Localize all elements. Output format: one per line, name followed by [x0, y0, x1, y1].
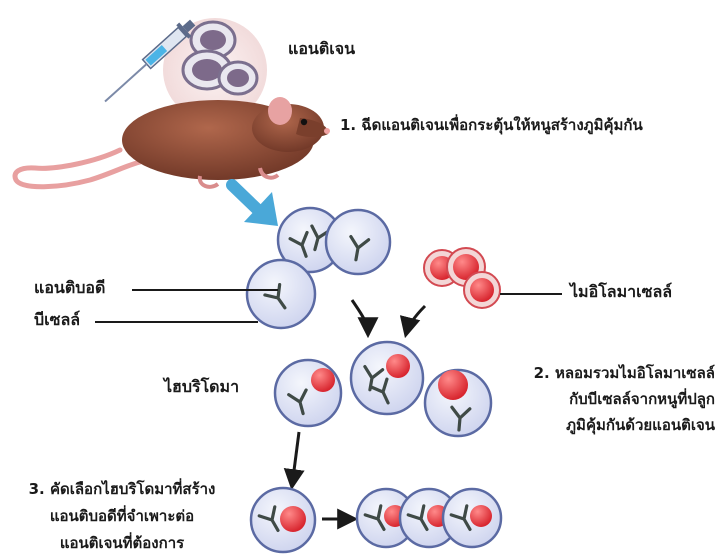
antigen-label: แอนติเจน	[288, 38, 355, 60]
step2-line-3: ภูมิคุ้มกันด้วยแอนติเจน	[495, 412, 715, 438]
step2-line-1: 2. หลอมรวมไมอิโลมาเซลล์	[495, 360, 715, 386]
step3-label: 3. คัดเลือกไฮบริโดมาที่สร้าง แอนติบอดีที…	[2, 476, 242, 557]
b-cell	[326, 210, 390, 274]
b-cell-cluster	[247, 208, 390, 328]
step3-line-1: 3. คัดเลือกไฮบริโดมาที่สร้าง	[2, 476, 242, 503]
selected-hybridoma-cell	[251, 488, 315, 552]
step3-line-3: แอนติเจนที่ต้องการ	[2, 530, 242, 557]
myeloma-cell-cluster	[424, 248, 500, 308]
hybridoma-clone	[443, 489, 501, 547]
antibody-label: แอนติบอดี	[34, 277, 105, 299]
myeloma-label: ไมอิโลมาเซลล์	[570, 281, 672, 303]
hybridoma-cell	[425, 370, 491, 436]
hybridoma-label: ไฮบริโดมา	[164, 376, 239, 398]
hybridoma-cell	[351, 342, 423, 414]
step3-line-2: แอนติบอดีที่จำเพาะต่อ	[2, 503, 242, 530]
bcell-label: บีเซลล์	[34, 309, 80, 331]
mouse-illustration	[15, 97, 330, 187]
selection-arrow	[292, 432, 299, 486]
step1-label: 1. ฉีดแอนติเจนเพื่อกระตุ้นให้หนูสร้างภูม…	[340, 115, 643, 135]
step2-label: 2. หลอมรวมไมอิโลมาเซลล์ กับบีเซลล์จากหนู…	[495, 360, 715, 438]
step2-line-2: กับบีเซลล์จากหนูที่ปลูก	[495, 386, 715, 412]
fusion-arrow-left	[352, 300, 368, 334]
hybridoma-cell	[275, 360, 341, 426]
blue-arrow-icon	[232, 185, 278, 226]
fusion-arrow-right	[406, 306, 425, 334]
b-cell	[247, 260, 315, 328]
